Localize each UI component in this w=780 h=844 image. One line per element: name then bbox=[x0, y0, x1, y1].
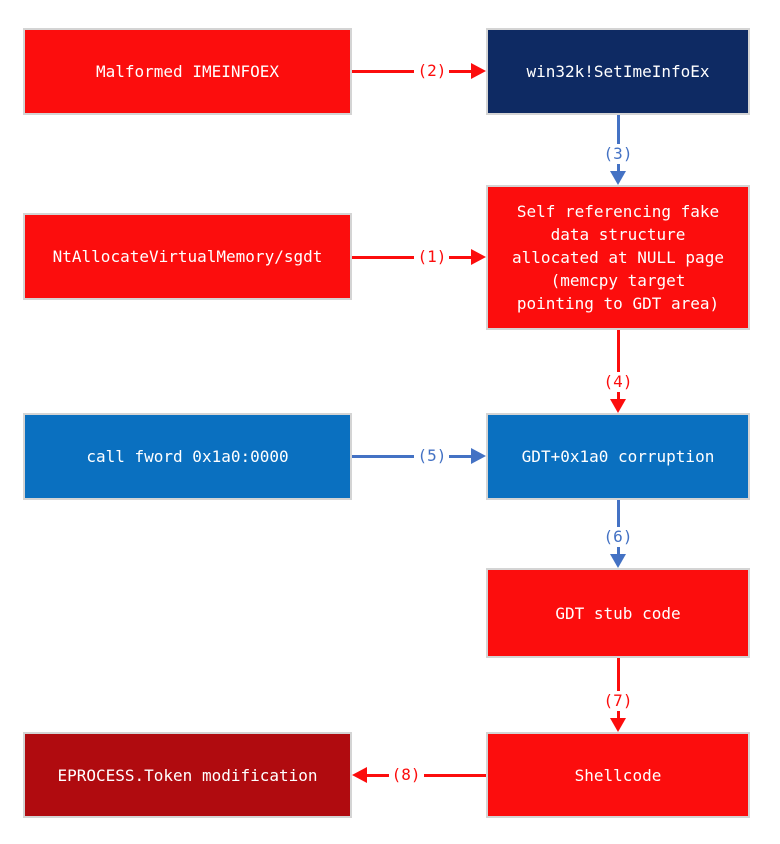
arrow-line bbox=[616, 658, 620, 691]
arrow-3: (3) bbox=[596, 115, 640, 185]
arrow-line bbox=[616, 164, 620, 171]
arrow-1: (1) bbox=[352, 244, 486, 270]
arrowhead-right-icon bbox=[471, 63, 486, 79]
arrow-line bbox=[616, 392, 620, 399]
node-call-fword: call fword 0x1a0:0000 bbox=[23, 413, 352, 500]
node-fake-data-structure: Self referencing fake data structure all… bbox=[486, 185, 750, 330]
arrow-line bbox=[449, 255, 471, 259]
arrow-4-label: (4) bbox=[603, 372, 633, 391]
node-gdt-stub-code: GDT stub code bbox=[486, 568, 750, 658]
arrow-1-label: (1) bbox=[417, 247, 447, 266]
arrow-line bbox=[449, 69, 471, 73]
arrow-line bbox=[616, 500, 620, 527]
arrowhead-down-icon bbox=[610, 399, 626, 413]
arrow-line bbox=[616, 330, 620, 372]
arrow-7: (7) bbox=[596, 658, 640, 732]
arrowhead-down-icon bbox=[610, 718, 626, 732]
arrow-2-label: (2) bbox=[417, 61, 447, 80]
arrow-line bbox=[616, 115, 620, 144]
arrow-line bbox=[352, 255, 415, 259]
node-eprocess-token-modification: EPROCESS.Token modification bbox=[23, 732, 352, 818]
node-gdt-corruption: GDT+0x1a0 corruption bbox=[486, 413, 750, 500]
arrowhead-down-icon bbox=[610, 171, 626, 185]
arrow-line bbox=[352, 69, 415, 73]
node-win32k-setimeinfoex: win32k!SetImeInfoEx bbox=[486, 28, 750, 115]
arrow-4: (4) bbox=[596, 330, 640, 413]
arrowhead-right-icon bbox=[471, 448, 486, 464]
node-shellcode: Shellcode bbox=[486, 732, 750, 818]
arrowhead-right-icon bbox=[471, 249, 486, 265]
arrow-line bbox=[449, 454, 471, 458]
arrow-2: (2) bbox=[352, 58, 486, 84]
arrow-line bbox=[616, 547, 620, 554]
arrow-line bbox=[616, 711, 620, 718]
arrow-7-label: (7) bbox=[603, 691, 633, 710]
arrow-6-label: (6) bbox=[603, 527, 633, 546]
arrow-line bbox=[367, 773, 389, 777]
node-malformed-imeinfoex: Malformed IMEINFOEX bbox=[23, 28, 352, 115]
arrow-line bbox=[423, 773, 486, 777]
arrowhead-down-icon bbox=[610, 554, 626, 568]
arrow-6: (6) bbox=[596, 500, 640, 568]
arrow-5-label: (5) bbox=[417, 446, 447, 465]
arrow-3-label: (3) bbox=[603, 144, 633, 163]
arrow-8: (8) bbox=[352, 762, 486, 788]
arrow-line bbox=[352, 454, 415, 458]
node-ntallocatevirtualmemory-sgdt: NtAllocateVirtualMemory/sgdt bbox=[23, 213, 352, 300]
arrow-8-label: (8) bbox=[391, 765, 421, 784]
arrow-5: (5) bbox=[352, 443, 486, 469]
arrowhead-left-icon bbox=[352, 767, 367, 783]
